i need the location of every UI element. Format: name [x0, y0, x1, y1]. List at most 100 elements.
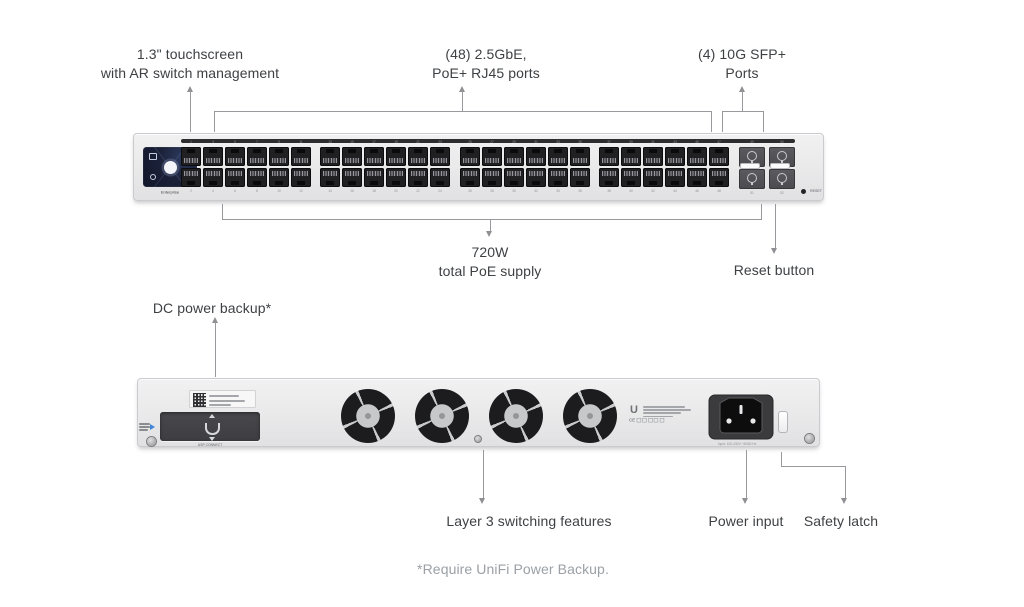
annotation-poe-line2: total PoE supply: [438, 262, 542, 279]
arrowhead: [486, 231, 492, 237]
power-inlet-c14: [708, 394, 774, 440]
dc-input-icon: [150, 423, 155, 430]
port-number: 45: [695, 139, 699, 144]
arrowhead: [742, 498, 748, 504]
model-sticker: [189, 390, 256, 408]
annotation-layer3: Layer 3 switching features: [446, 513, 612, 529]
sfp-pull-tab: [741, 164, 759, 168]
port-number: 1: [190, 139, 192, 144]
rj45-port: [569, 147, 590, 166]
rj45-port: [269, 168, 289, 187]
sfp-cage: [769, 169, 795, 189]
regulatory-text-line: [643, 412, 681, 414]
rj45-port: [225, 168, 245, 187]
cert-glyph: [642, 418, 647, 423]
rj45-port: [620, 147, 641, 166]
rj45-port: [342, 168, 363, 187]
rj45-port: [686, 168, 707, 187]
callout-line: [461, 91, 463, 111]
callout-line: [741, 91, 743, 111]
rj45-port: [481, 168, 502, 187]
vent-slot: [181, 139, 795, 143]
port-number: 44: [673, 189, 677, 193]
rj45-port: [430, 147, 451, 166]
port-number: 42: [651, 189, 655, 193]
sfp-cage: [769, 147, 795, 167]
port-number: 34: [555, 189, 560, 193]
annotation-ports-line1: (48) 2.5GbE,: [445, 46, 527, 62]
port-number: 43: [673, 139, 677, 144]
annotation-poe: 720W total PoE supply: [340, 243, 640, 280]
sfp-cage: [739, 147, 765, 167]
display-icon: [149, 153, 157, 160]
annotation-sfp-line1: (4) 10G SFP+: [698, 46, 786, 62]
annotation-poe-line1: 720W: [471, 244, 509, 260]
bracket-stub: [763, 111, 764, 132]
usp-connect-label: USP CONNECT: [197, 443, 223, 447]
annotation-touchscreen-line1: 1.3" touchscreen: [136, 46, 244, 62]
annotation-sfp: (4) 10G SFP+ Ports: [642, 45, 842, 82]
rj45-port: [459, 168, 480, 187]
port-number: 4: [212, 189, 214, 193]
callout-line: [214, 322, 216, 377]
rj45-port: [525, 147, 546, 166]
chassis-screw: [475, 436, 481, 442]
bracket-stub: [214, 111, 215, 132]
rj45-port: [291, 168, 311, 187]
reset-silkscreen: RESET: [810, 189, 823, 194]
annotation-power: Power input: [708, 513, 784, 529]
sfp-cage: [739, 169, 765, 189]
rj45-port: [525, 168, 546, 187]
rj45-port: [598, 147, 619, 166]
arrowhead: [479, 498, 485, 504]
power-icon: [150, 174, 156, 180]
port-number: 27: [489, 139, 494, 144]
annotation-sfp-line2: Ports: [725, 64, 759, 81]
port-number: 47: [717, 139, 721, 144]
usp-connect-slot: [160, 412, 260, 441]
rj45-port: [503, 147, 524, 166]
cooling-fan: [341, 389, 395, 443]
rj45-port: [342, 147, 363, 166]
regulatory-text-line: [643, 415, 673, 418]
rj45-port: [203, 147, 223, 166]
port-number: 26: [467, 189, 472, 193]
rj45-port: [459, 147, 480, 166]
port-number: 10: [277, 189, 281, 193]
rj45-port: [181, 147, 201, 166]
cert-glyph: [659, 418, 664, 423]
port-number: 30: [511, 189, 516, 193]
port-number: 33: [555, 139, 560, 144]
port-number: 17: [372, 139, 377, 144]
bracket-stub: [222, 204, 223, 219]
annotation-touchscreen-line2: with AR switch management: [100, 64, 280, 81]
rj45-port: [642, 147, 663, 166]
bracket-sfp: [722, 111, 764, 112]
port-number: 12: [299, 189, 303, 193]
rj45-port: [708, 147, 729, 166]
rj45-port: [247, 168, 267, 187]
bracket-stub: [761, 204, 762, 219]
rj45-port: [386, 168, 407, 187]
port-number: 29: [511, 139, 516, 144]
annotation-ports-line2: PoE+ RJ45 ports: [432, 64, 540, 81]
rj45-port: [547, 168, 568, 187]
power-input-rating: Input: 100-240V~ 50/60 Hz: [717, 441, 757, 446]
cert-glyph: [636, 418, 641, 423]
brand-label: Enterprise: [160, 189, 180, 195]
qr-code: [192, 393, 206, 407]
port-number: 23: [438, 139, 443, 144]
rj45-port: [364, 168, 385, 187]
rj45-port: [291, 147, 311, 166]
callout-line: [189, 91, 191, 132]
touchscreen-center-button: [163, 160, 177, 174]
cooling-fan: [415, 389, 469, 443]
bracket-poe: [222, 219, 762, 220]
port-number: 39: [629, 139, 633, 144]
footnote: *Require UniFi Power Backup.: [417, 561, 609, 577]
rj45-port: [203, 168, 223, 187]
sticker-text-line: [209, 404, 231, 406]
port-number: 18: [372, 189, 377, 193]
port-number: 36: [577, 189, 582, 193]
